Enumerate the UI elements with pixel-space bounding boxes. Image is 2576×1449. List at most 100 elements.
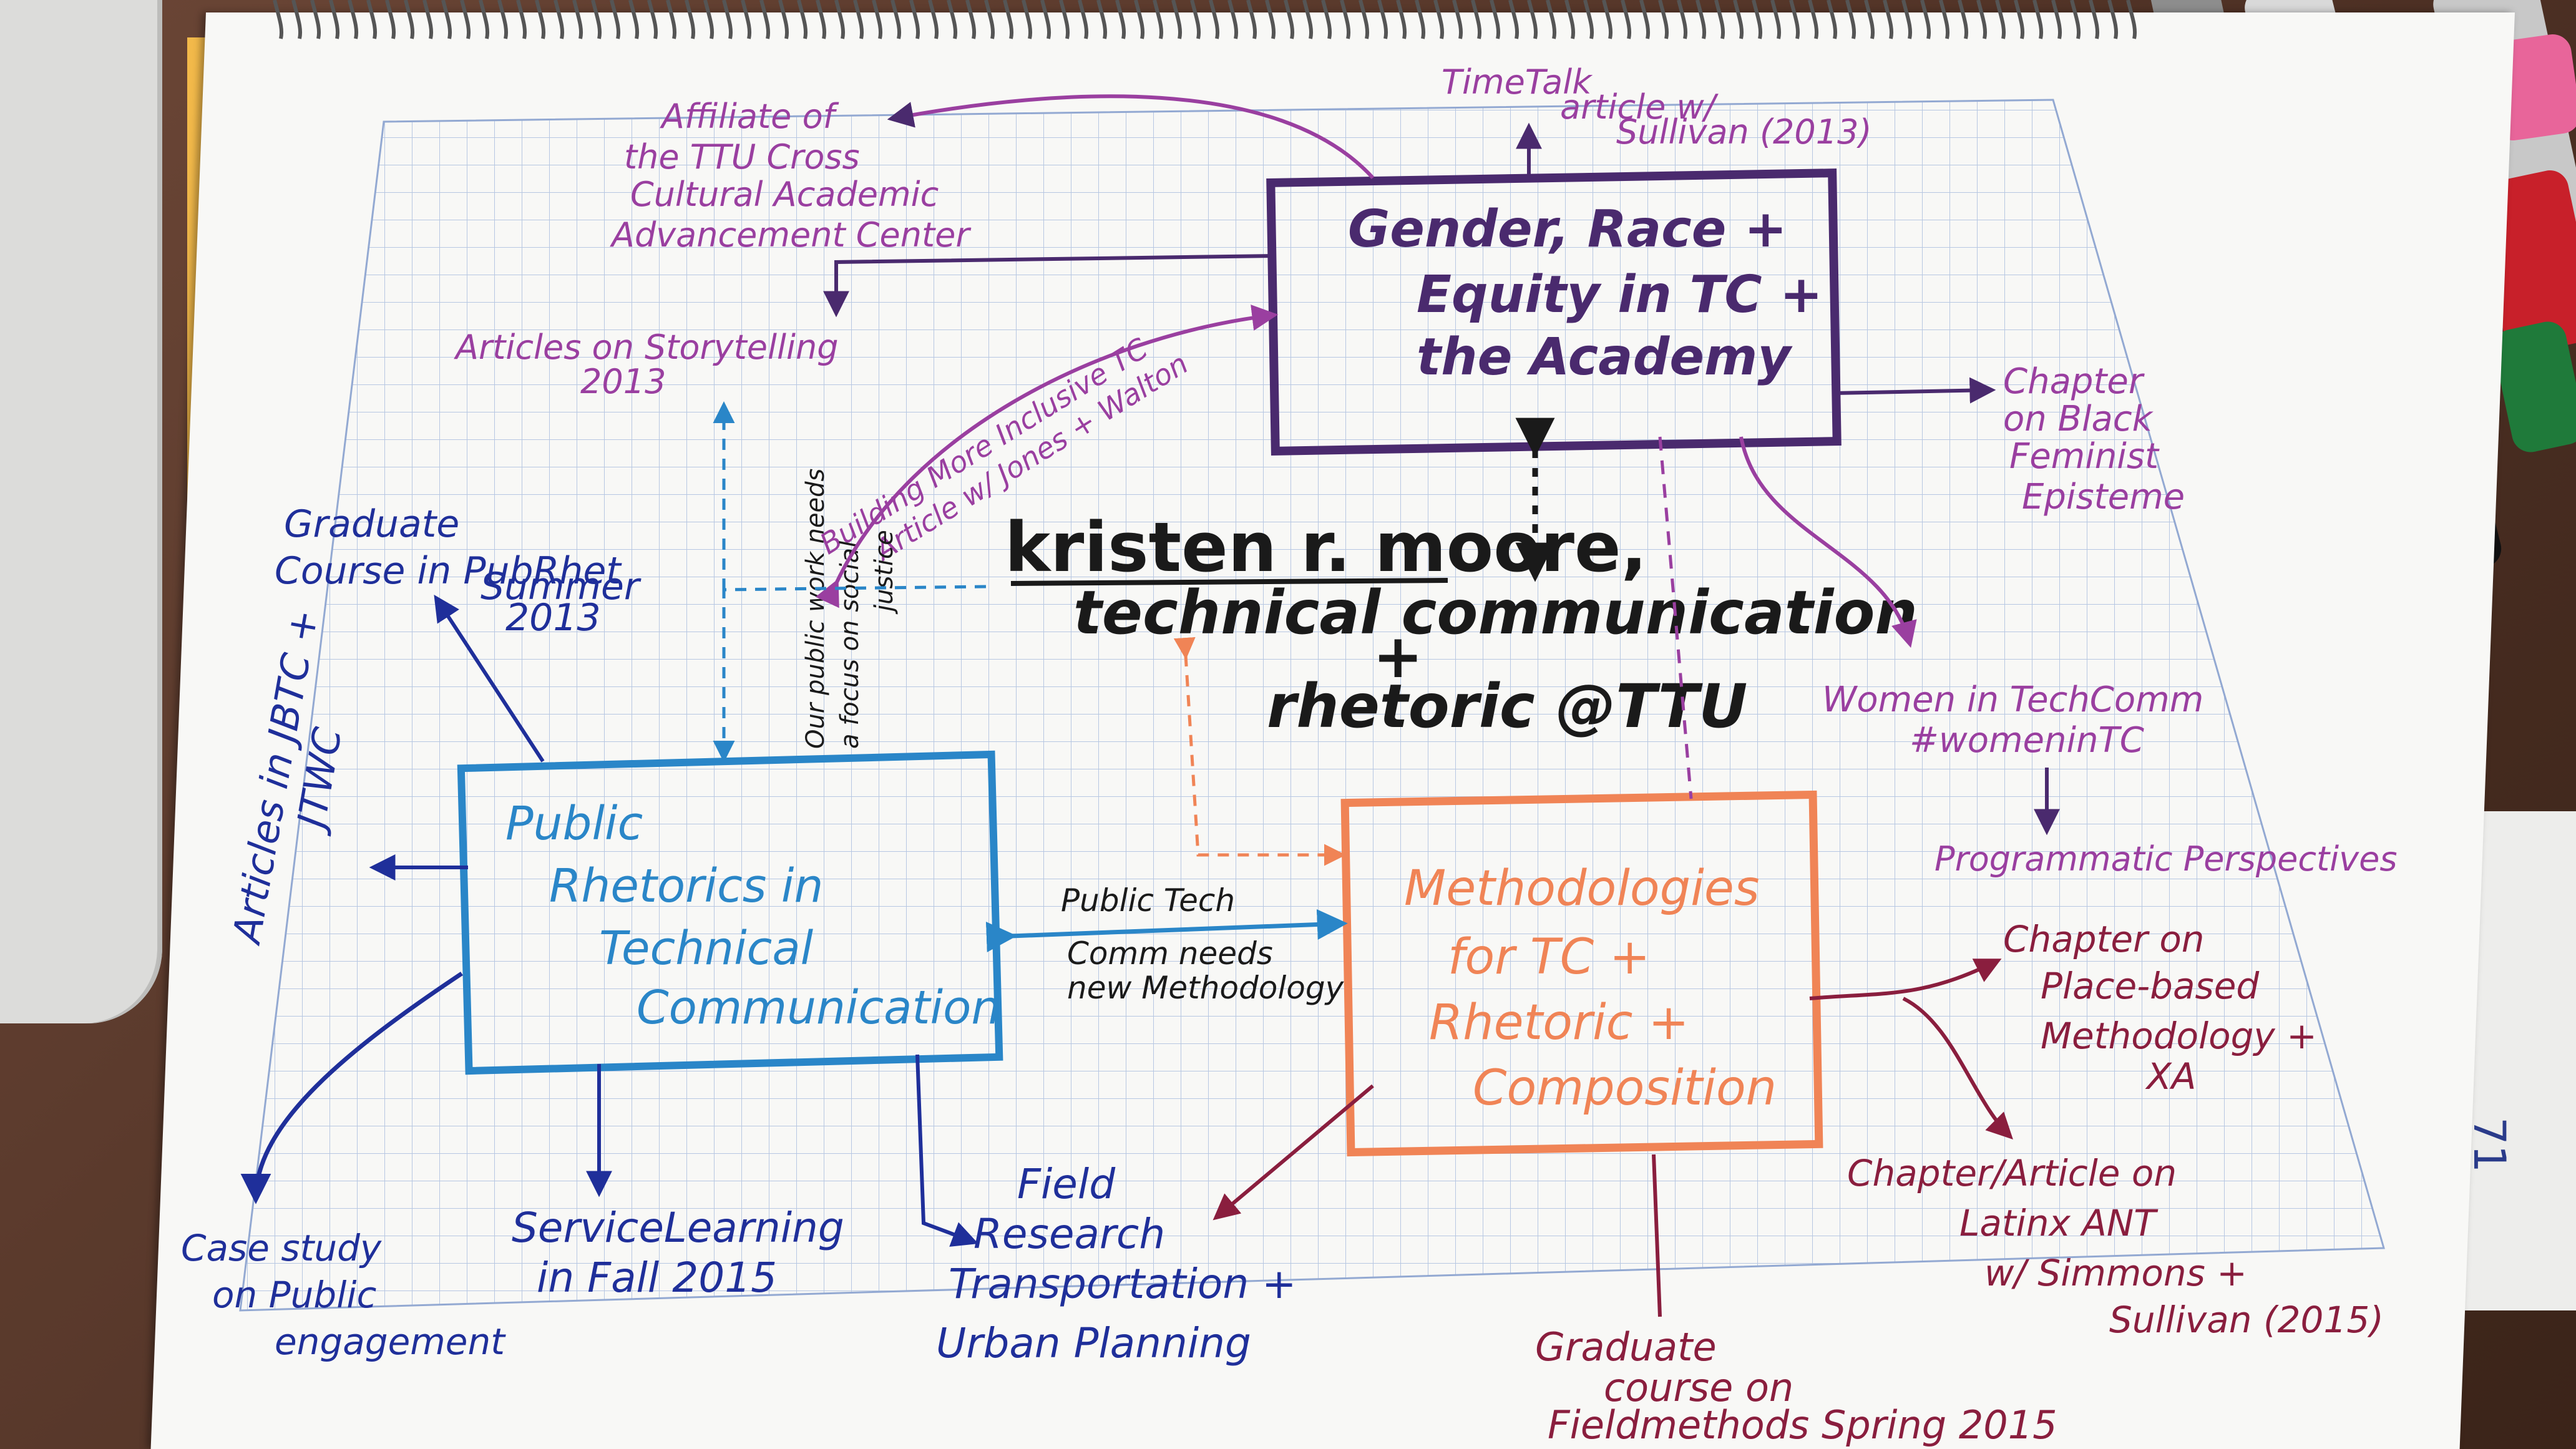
svg-text:ServiceLearning in Fall 20: ServiceLearning in Fall 2015: [512, 1204, 857, 1302]
spiral-ring: [1227, 0, 1239, 39]
spiral-ring: [2126, 0, 2137, 39]
spiral-ring: [647, 0, 658, 39]
svg-text:Chapter on Place-based: Chapter on Place-based Methodology + XA: [2003, 918, 2328, 1098]
spiral-ring: [1265, 0, 1276, 39]
grad-field-line-1: Graduate: [1535, 1324, 1717, 1370]
spiral-ring: [1714, 0, 1725, 39]
women-line-1: Women in TechComm: [1822, 680, 2203, 720]
arrow-to-chapter-latinx: [1902, 997, 2013, 1139]
page-number: 71: [2464, 1117, 2515, 1173]
laptop-edge: [0, 0, 162, 1023]
arrow-to-field-from-methods: [1212, 1084, 1374, 1221]
grad-pubrhet-line-3: Summer: [481, 565, 642, 608]
spiral-ring: [1415, 0, 1426, 39]
title-line-2: technical communication: [1073, 578, 1918, 648]
our-public-line-3: justice: [870, 530, 899, 615]
timetalk-line-3: Sullivan (2013): [1616, 112, 1872, 152]
spiral-ring: [1920, 0, 1931, 39]
service-line-1: ServiceLearning: [512, 1204, 844, 1252]
spiral-ring: [1602, 0, 1613, 39]
spiral-ring: [1658, 0, 1669, 39]
spiral-ring: [516, 0, 527, 39]
spiral-ring: [741, 0, 752, 39]
building-inclusive-arc: [815, 305, 1279, 608]
spiral-ring: [1396, 0, 1407, 39]
spiral-ring: [1433, 0, 1445, 39]
spiral-ring: [1546, 0, 1557, 39]
spiral-ring: [1677, 0, 1688, 39]
svg-text:Methodologies for TC +: Methodologies for TC + Rhetoric + Compos…: [1404, 861, 1777, 1116]
spiral-ring: [1153, 0, 1164, 39]
spiral-ring: [2051, 0, 2062, 39]
gender-line-1: Gender, Race +: [1348, 200, 1787, 259]
public-tech-line-2: Comm needs: [1067, 935, 1273, 972]
svg-text:Case study on Public e: Case study on Public engagement: [181, 1227, 506, 1363]
spiral-ring: [385, 0, 396, 39]
spiral-ring: [1639, 0, 1651, 39]
spiral-ring: [797, 0, 808, 39]
spiral-ring: [497, 0, 509, 39]
spiral-ring: [441, 0, 452, 39]
spiral-ring: [591, 0, 602, 39]
spiral-ring: [759, 0, 771, 39]
our-public-line-1: Our public work needs: [801, 469, 830, 749]
spiral-ring: [1246, 0, 1257, 39]
spiral-ring: [1508, 0, 1520, 39]
chapter-black-line-4: Episteme: [2022, 477, 2185, 517]
case-study-line-1: Case study: [181, 1227, 382, 1269]
grad-field-line-3: Fieldmethods Spring 2015: [1548, 1402, 2057, 1448]
spiral-ring: [422, 0, 434, 39]
chapter-latinx-line-3: w/ Simmons +: [1984, 1252, 2247, 1294]
methods-node-box: [1340, 790, 1823, 1157]
case-study-line-2: on Public: [212, 1274, 376, 1316]
spiral-ring: [909, 0, 920, 39]
methods-line-1: Methodologies: [1404, 861, 1759, 917]
spiral-ring: [479, 0, 490, 39]
affiliate-line-3: Cultural Academic: [630, 175, 939, 214]
svg-text:Chapter on Black Femin: Chapter on Black Feminist Episteme: [2003, 361, 2185, 517]
spiral-ring: [1845, 0, 1856, 39]
chapter-latinx-line-1: Chapter/Article on: [1847, 1152, 2177, 1194]
svg-text:kristen r. moore,: kristen r. moore,: [1005, 507, 1647, 587]
public-tech-line-1: Public Tech: [1061, 882, 1235, 919]
spiral-ring: [1883, 0, 1894, 39]
dashed-gender-methods: [1658, 436, 1693, 799]
spiral-ring: [2070, 0, 2081, 39]
spiral-ring: [816, 0, 827, 39]
spiral-ring: [2014, 0, 2025, 39]
spiral-ring: [1096, 0, 1108, 39]
svg-text:Gender, Race + Equity in T: Gender, Race + Equity in TC + the Academ…: [1348, 200, 1840, 387]
field-research-line-4: Urban Planning: [936, 1319, 1251, 1367]
spiral-ring: [1059, 0, 1070, 39]
arrow-public-methods: [985, 909, 1348, 952]
spiral-ring: [1359, 0, 1370, 39]
spiral-ring: [1976, 0, 1988, 39]
svg-text:Graduate course on Fie: Graduate course on Fieldmethods Spring 2…: [1535, 1324, 2057, 1448]
arrow-to-case-study: [240, 972, 463, 1204]
svg-text:Chapter/Article on Latinx: Chapter/Article on Latinx ANT w/ Simmons…: [1847, 1152, 2384, 1341]
svg-text:Articles on Storytelling 2: Articles on Storytelling 2013: [454, 328, 849, 401]
spiral-ring: [1134, 0, 1145, 39]
spiral-ring: [535, 0, 546, 39]
spiral-binding: [273, 0, 2137, 39]
svg-text:Field Research Transpo: Field Research Transportation + Urban Pl…: [936, 1160, 1309, 1367]
grad-pubrhet-line-2: Course in PubRhet: [275, 549, 622, 593]
spiral-ring: [928, 0, 939, 39]
storytelling-line-1: Articles on Storytelling: [454, 328, 839, 367]
spiral-ring: [1209, 0, 1220, 39]
spiral-ring: [722, 0, 733, 39]
svg-text:Programmatic Perspectives: Programmatic Perspectives: [1934, 839, 2398, 879]
spiral-ring: [890, 0, 902, 39]
spiral-ring: [1958, 0, 1969, 39]
spiral-ring: [834, 0, 846, 39]
chapter-place-line-1: Chapter on: [2003, 918, 2205, 960]
timetalk-line-1: TimeTalk: [1442, 62, 1593, 102]
public-tech-line-3: new Methodology: [1067, 970, 1345, 1006]
storytelling-line-2: 2013: [580, 362, 666, 401]
affiliate-line-4: Advancement Center: [610, 215, 971, 255]
svg-text:technical communication +: technical communication + rhetoric @TTU: [1073, 578, 1938, 741]
spiral-ring: [628, 0, 640, 39]
spiral-ring: [1752, 0, 1763, 39]
spiral-ring: [1340, 0, 1351, 39]
